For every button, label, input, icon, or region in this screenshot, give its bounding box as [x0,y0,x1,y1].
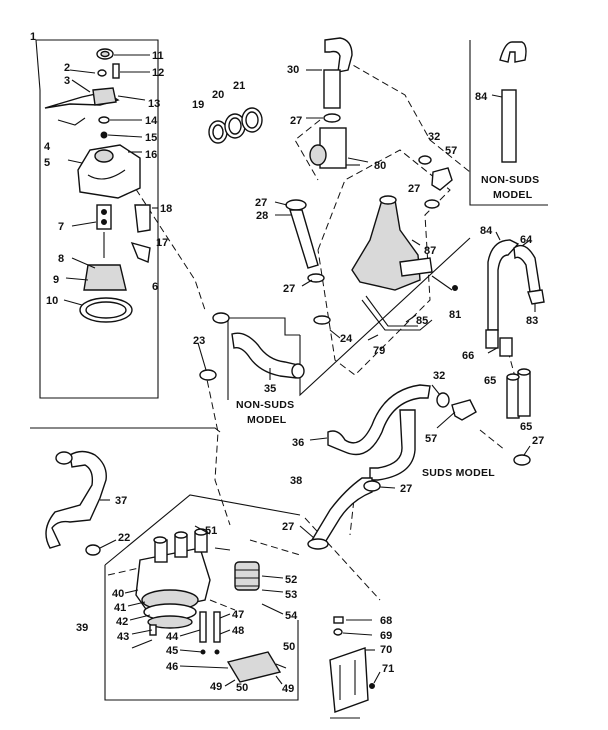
label-65-a: 65 [484,375,496,387]
label-87: 87 [424,245,436,257]
label-27-f: 27 [400,483,412,495]
label-42: 42 [116,616,128,628]
label-35: 35 [264,383,276,395]
label-13: 13 [148,98,160,110]
label-37: 37 [115,495,127,507]
label-9: 9 [53,274,59,286]
agitator-drive-assembly [44,48,158,323]
label-27-b: 27 [255,197,267,209]
label-52: 52 [285,574,297,586]
label-51: 51 [205,525,217,537]
label-57-b: 57 [425,433,437,445]
label-1: 1 [30,31,36,43]
label-23: 23 [193,335,205,347]
label-27-g: 27 [282,521,294,533]
pump-assembly [124,525,287,687]
label-12: 12 [152,67,164,79]
label-70: 70 [380,644,392,656]
label-2: 2 [64,62,70,74]
label-15: 15 [145,132,157,144]
label-22: 22 [118,532,130,544]
label-69: 69 [380,630,392,642]
label-54: 54 [285,610,298,622]
label-24: 24 [340,333,353,345]
label-49-b: 49 [282,683,294,695]
label-45: 45 [166,645,178,657]
label-18: 18 [160,203,172,215]
label-40: 40 [112,588,124,600]
frames [30,39,548,701]
label-53: 53 [285,589,297,601]
part-labels: 1 2 3 4 5 6 7 8 9 10 11 12 13 14 15 16 1… [30,31,544,695]
label-20: 20 [212,89,224,101]
label-85: 85 [416,315,428,327]
label-49-a: 49 [210,681,222,693]
label-28: 28 [256,210,268,222]
label-48: 48 [232,625,244,637]
non-suds-top-caption-line2: MODEL [493,189,533,201]
label-84-a: 84 [475,91,488,103]
tub-outline [317,149,451,376]
label-21: 21 [233,80,245,92]
label-36: 36 [292,437,304,449]
label-68: 68 [380,615,392,627]
label-41: 41 [114,602,126,614]
non-suds-mid-caption-line2: MODEL [247,414,287,426]
non-suds-mid-frame [227,317,300,400]
label-44: 44 [166,631,179,643]
label-80: 80 [374,160,386,172]
hose-37 [45,450,117,556]
non-suds-mid-caption-line1: NON-SUDS [236,399,294,411]
label-64: 64 [520,234,533,246]
label-79: 79 [373,345,385,357]
non-suds-top-caption-line1: NON-SUDS [481,174,539,186]
non-suds-top-frame [469,40,548,206]
label-83: 83 [526,315,538,327]
label-66: 66 [462,350,474,362]
suds-hoses [299,384,531,550]
label-38: 38 [290,475,302,487]
label-6: 6 [152,281,158,293]
label-50-a: 50 [283,641,295,653]
left-assembly-frame [36,39,159,399]
label-5: 5 [44,157,50,169]
label-8: 8 [58,253,64,265]
label-10: 10 [46,295,58,307]
label-16: 16 [145,149,157,161]
label-14: 14 [145,115,158,127]
label-46: 46 [166,661,178,673]
right-hoses [485,231,545,419]
top-hoses [208,37,527,169]
label-50-b: 50 [236,682,248,694]
label-71: 71 [382,663,394,675]
label-32-b: 32 [433,370,445,382]
label-57-a: 57 [445,145,457,157]
suds-model-caption: SUDS MODEL [422,467,495,479]
label-19: 19 [192,99,204,111]
captions: NON-SUDS MODEL NON-SUDS MODEL SUDS MODEL [236,174,539,479]
pump-box [104,565,299,701]
label-39: 39 [76,622,88,634]
label-65-b: 65 [520,421,532,433]
label-7: 7 [58,221,64,233]
bracket-parts [329,616,381,719]
label-11: 11 [152,50,164,62]
label-47: 47 [232,609,244,621]
label-81: 81 [449,309,461,321]
label-27-c: 27 [283,283,295,295]
label-30: 30 [287,64,299,76]
label-43: 43 [117,631,129,643]
label-17: 17 [156,237,168,249]
tub-assembly [274,155,458,341]
label-27-a: 27 [290,115,302,127]
label-32-a: 32 [428,131,440,143]
label-84-b: 84 [480,225,493,237]
label-4: 4 [44,141,51,153]
label-27-e: 27 [532,435,544,447]
hose-35 [197,312,305,381]
label-3: 3 [64,75,70,87]
label-27-d: 27 [408,183,420,195]
